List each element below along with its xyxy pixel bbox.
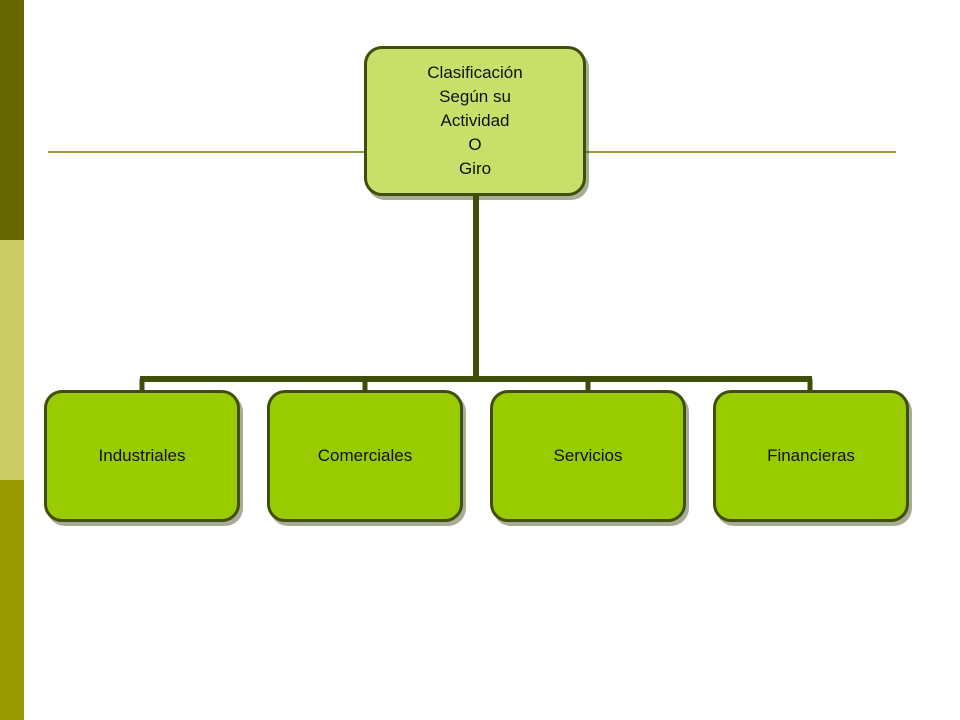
root-line-1: Clasificación (427, 63, 523, 82)
root-node: Clasificación Según su Actividad O Giro (364, 46, 586, 196)
child-node-financieras: Financieras (713, 390, 909, 522)
side-bar-bottom (0, 480, 24, 720)
root-line-4: O (468, 135, 482, 154)
child-label: Servicios (553, 446, 623, 465)
child-node-industriales: Industriales (44, 390, 240, 522)
root-line-3: Actividad (440, 111, 510, 130)
child-label: Industriales (98, 446, 186, 465)
divider-line-right (584, 151, 896, 153)
root-line-5: Giro (458, 159, 492, 178)
child-node-comerciales: Comerciales (267, 390, 463, 522)
child-node-servicios: Servicios (490, 390, 686, 522)
divider-line-left (48, 151, 368, 153)
child-label: Financieras (767, 446, 855, 465)
root-line-2: Según su (439, 87, 511, 106)
child-label: Comerciales (317, 446, 413, 465)
side-bar-middle (0, 240, 24, 480)
side-bar-top (0, 0, 24, 240)
